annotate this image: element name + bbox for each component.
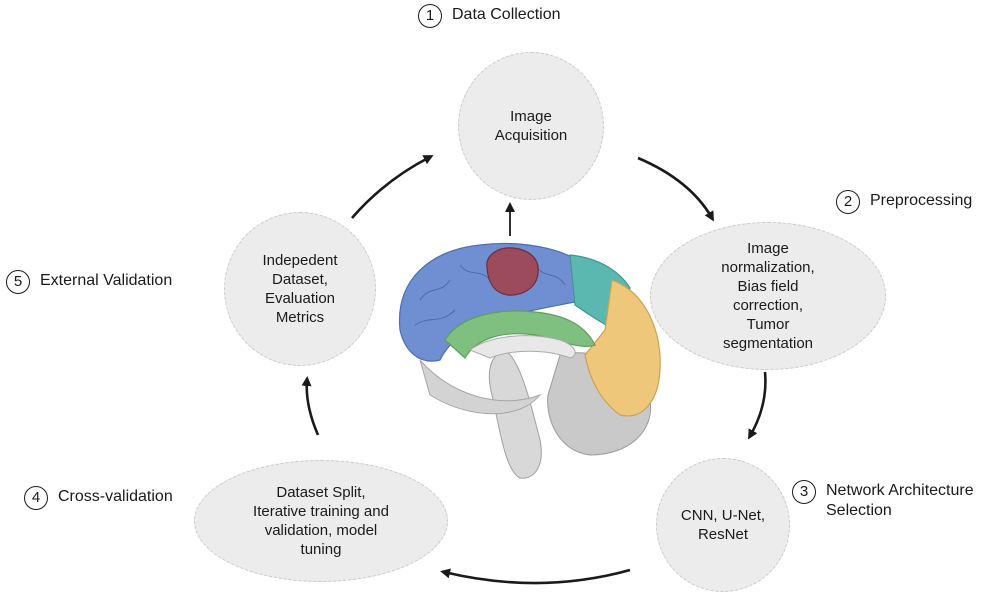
tumor [486,247,539,296]
brain-occipital-yellow [584,279,661,417]
step-number-badge: 3 [792,480,816,504]
step-1-label: 1 Data Collection [418,4,561,28]
step-3-label: 3 Network Architecture Selection [792,480,974,521]
bubble-network-architecture-text: CNN, U-Net, ResNet [680,507,766,543]
step-5-label: 5 External Validation [6,270,172,294]
bubble-preprocessing: Image normalization, Bias field correcti… [650,222,886,370]
arrow-3-to-4 [440,568,631,585]
bubble-preprocessing-text: Image normalization, Bias field correcti… [721,240,815,352]
step-number-badge: 1 [418,4,442,28]
brain-limbic-green [444,310,596,359]
bubble-cross-validation: Dataset Split, Iterative training and va… [194,460,448,582]
arrow-1-to-2 [637,156,715,222]
step-number-badge: 4 [24,486,48,510]
step-number-badge: 2 [836,190,860,214]
arrow-4-to-5 [301,376,320,436]
bubble-cross-validation-text: Dataset Split, Iterative training and va… [253,484,389,558]
bubble-data-collection: Image Acquisition [458,52,604,200]
cycle-arrows [301,155,767,585]
step-title: External Validation [40,272,173,289]
step-title: Data Collection [452,6,561,23]
arrow-5-to-1 [351,155,434,219]
bubble-data-collection-text: Image Acquisition [494,108,568,144]
step-title: Cross-validation [58,488,173,505]
corpus-callosum [468,335,576,359]
bubble-network-architecture: CNN, U-Net, ResNet [656,458,790,592]
bubble-external-validation-text: Indepedent Dataset, Evaluation Metrics [262,252,338,326]
brainstem [488,349,542,479]
step-title: Network Architecture Selection [826,482,974,519]
step-4-label: 4 Cross-validation [24,486,173,510]
bubble-external-validation: Indepedent Dataset, Evaluation Metrics [224,212,376,366]
step-title: Preprocessing [870,192,973,209]
brain-illustration [398,242,661,479]
arrow-2-to-3 [747,371,767,440]
step-2-label: 2 Preprocessing [836,190,972,214]
step-number-badge: 5 [6,270,30,294]
